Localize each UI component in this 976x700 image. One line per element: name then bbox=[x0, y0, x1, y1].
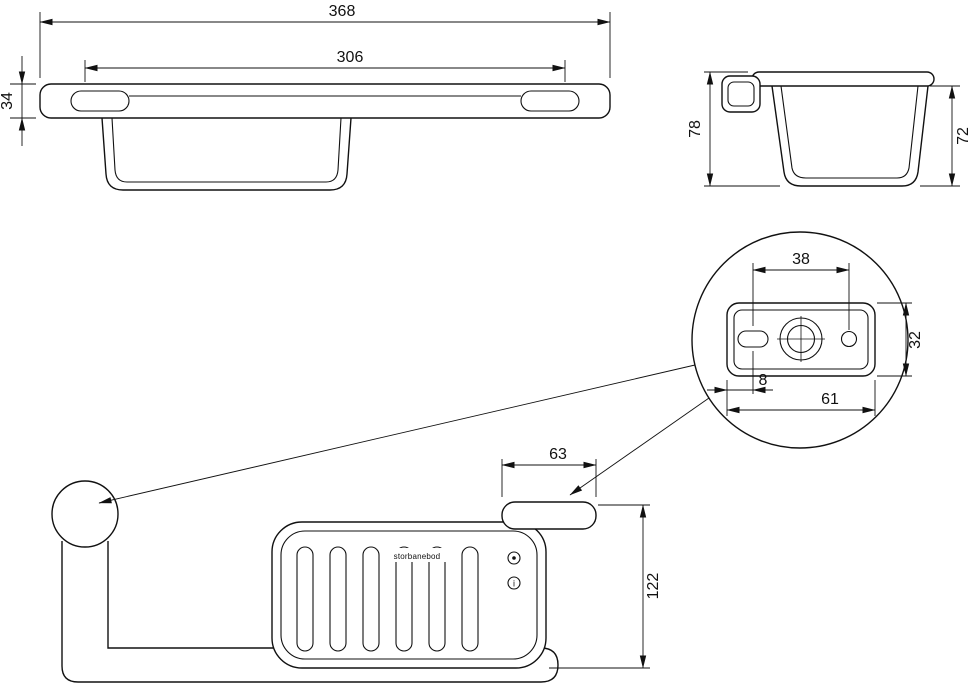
top-right-wall-plate bbox=[501, 501, 597, 530]
side-wall-bracket bbox=[721, 75, 761, 113]
front-basket-inner bbox=[111, 117, 342, 183]
info-mark-icon bbox=[507, 576, 521, 590]
basket-slot bbox=[461, 546, 479, 652]
front-rail-outline bbox=[39, 83, 611, 119]
dim-label-overall-depth: 122 bbox=[645, 573, 662, 600]
top-basket-slots bbox=[296, 546, 479, 652]
recycle-mark-icon bbox=[507, 551, 521, 565]
dim-label-plate-width: 61 bbox=[821, 391, 839, 408]
leader-line-right-plate bbox=[569, 397, 710, 496]
dimension-slot-offset: 8 bbox=[707, 351, 773, 394]
dimension-bracket-width: 63 bbox=[501, 446, 597, 497]
side-cup-outer bbox=[771, 85, 929, 187]
front-view: 368 306 34 bbox=[0, 3, 611, 191]
front-rail-right-endcap bbox=[520, 90, 580, 112]
dimension-rail-height: 34 bbox=[0, 56, 36, 146]
detail-leader-lines bbox=[98, 364, 710, 504]
dimension-overall-depth: 122 bbox=[549, 504, 662, 669]
detail-keyhole-slot bbox=[737, 330, 769, 348]
brand-label: storbanebod bbox=[394, 552, 441, 561]
dimension-hole-spacing: 38 bbox=[752, 251, 850, 330]
top-basket-inner bbox=[280, 530, 538, 660]
dimension-overall-height: 78 bbox=[687, 71, 780, 187]
dim-label-hole-spacing: 38 bbox=[792, 251, 810, 268]
side-rim bbox=[751, 71, 935, 87]
brand-text-backing bbox=[383, 548, 451, 562]
leader-line-left-plate bbox=[98, 364, 696, 504]
dimension-plate-height: 32 bbox=[877, 302, 924, 377]
side-cup-inner bbox=[780, 85, 919, 179]
dimension-cup-height: 72 bbox=[920, 85, 972, 187]
dimension-inner-width: 306 bbox=[84, 49, 566, 82]
dim-label-cup-height: 72 bbox=[955, 127, 972, 145]
dimension-plate-width: 61 bbox=[726, 380, 876, 416]
top-rail-outline bbox=[61, 541, 559, 683]
basket-slot bbox=[296, 546, 314, 652]
top-view: storbanebod i 63 122 bbox=[51, 446, 662, 683]
recycle-mark-dot bbox=[512, 556, 516, 560]
info-mark-letter: i bbox=[513, 579, 515, 589]
detail-view: 38 32 8 61 bbox=[691, 231, 924, 449]
dim-label-bracket-width: 63 bbox=[549, 446, 567, 463]
side-view: 78 72 bbox=[687, 71, 972, 187]
detail-screw-hole bbox=[840, 330, 858, 348]
detail-plate-inner bbox=[733, 309, 869, 370]
top-left-wall-plate bbox=[51, 480, 119, 548]
front-rail-left-endcap bbox=[70, 90, 130, 112]
side-wall-bracket-inner bbox=[727, 81, 755, 107]
basket-slot bbox=[428, 546, 446, 652]
dim-label-overall-height: 78 bbox=[687, 120, 704, 138]
dim-label-overall-width: 368 bbox=[329, 3, 356, 20]
dim-label-slot-offset: 8 bbox=[759, 372, 768, 389]
dim-label-rail-height: 34 bbox=[0, 92, 16, 110]
dimension-overall-width: 368 bbox=[39, 3, 611, 78]
dim-label-plate-height: 32 bbox=[907, 331, 924, 349]
front-basket-outer bbox=[101, 117, 352, 191]
basket-slot bbox=[362, 546, 380, 652]
dim-label-inner-width: 306 bbox=[337, 49, 364, 66]
basket-slot bbox=[329, 546, 347, 652]
basket-slot bbox=[395, 546, 413, 652]
